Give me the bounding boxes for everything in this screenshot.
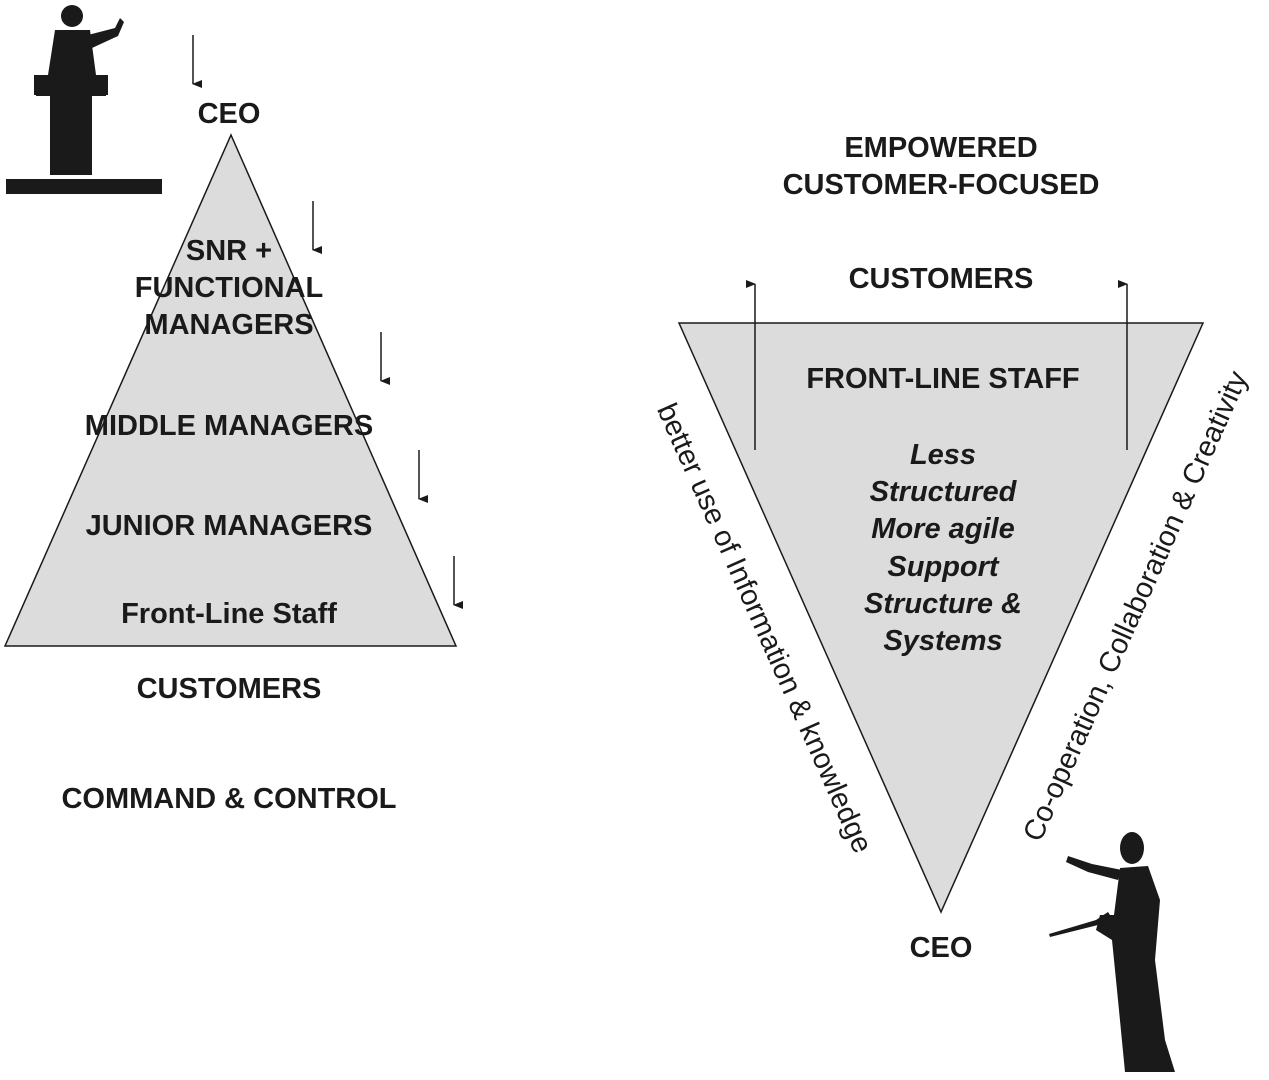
hierarchy-pyramid [3,133,458,647]
trait-label: Systems [883,625,1002,657]
heading-customer-focused: CUSTOMER-FOCUSED [783,169,1100,201]
front-line-staff-label: FRONT-LINE STAFF [806,363,1079,395]
heading-empowered: EMPOWERED [844,132,1037,164]
senior-managers-label: MANAGERS [144,309,313,341]
trait-label: Structure & [864,588,1022,620]
senior-managers-label: SNR + [186,235,272,267]
downward-arrows [192,35,463,609]
front-line-staff-label: Front-Line Staff [121,598,337,630]
junior-managers-label: JUNIOR MANAGERS [86,510,373,542]
speaker-silhouette-icon [6,5,162,194]
trait-label: Less [910,439,976,471]
trait-label: More agile [871,513,1014,545]
trait-label: Support [887,551,999,583]
command-control-diagram: CEO SNR + FUNCTIONAL MANAGERS MIDDLE MAN… [3,5,463,815]
trait-label: Structured [870,476,1018,508]
empowered-diagram: EMPOWERED CUSTOMER-FOCUSED CUSTOMERS FRO… [650,132,1255,1072]
caption-command-control: COMMAND & CONTROL [61,783,396,815]
customers-label: CUSTOMERS [849,263,1034,295]
conductor-silhouette-icon [1049,832,1175,1072]
senior-managers-label: FUNCTIONAL [135,272,323,304]
inverted-pyramid [677,322,1205,914]
ceo-label: CEO [910,932,973,964]
customers-label: CUSTOMERS [137,673,322,705]
ceo-label: CEO [198,98,261,130]
middle-managers-label: MIDDLE MANAGERS [85,410,373,442]
